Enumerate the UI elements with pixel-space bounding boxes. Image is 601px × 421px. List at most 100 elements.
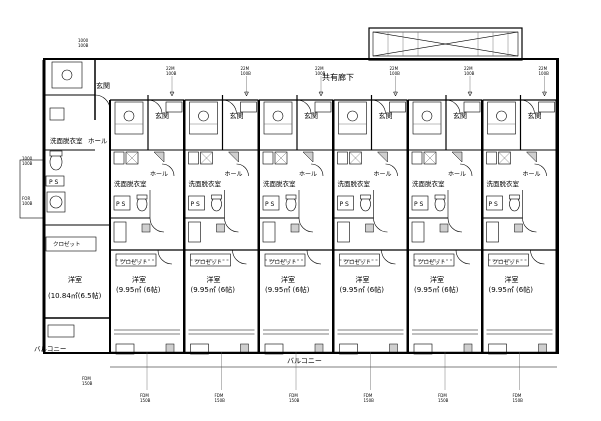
kitchen-counter [188,221,201,243]
dimension-text: 100B [390,71,401,76]
ps-label: P S [116,201,126,208]
arrow-icon [244,91,249,97]
toilet-tank [509,194,520,200]
room-area: (9.95㎡ (6帖) [116,285,161,294]
toilet-tank [136,194,148,200]
toilet-tank [360,194,371,200]
bath-drain [272,110,284,122]
closet-label: クロゼット [53,240,81,248]
entrance-label: 玄関 [96,81,110,90]
room-area: (9.95㎡ (6帖) [340,285,385,294]
dimension-markers: 1000 100B 1000 100B FOR 100B FDM 150B [22,38,93,386]
ps-label: P S [340,201,350,208]
drain [165,343,175,353]
door-swing-icon [534,163,547,177]
balcony-label: バルコニー [287,357,322,365]
dimension-text: 100B [241,71,252,76]
door-swing-icon [232,249,247,265]
svg-text:FOR: FOR [22,196,30,201]
ps-label: P S [49,179,59,186]
bath-drain [496,110,507,122]
door-swing-icon [149,217,165,233]
aircon-unit [488,343,507,355]
room-area: (9.95㎡ (6帖) [191,285,236,294]
aircon-unit [190,343,209,355]
hall-label: ホール [523,171,541,178]
dimension-text: 150B [140,398,151,403]
dimension-text: 150B [289,398,300,403]
washroom-label: 洗面脱衣室 [263,179,296,188]
dimension-text: 100B [315,71,326,76]
room-name: 洋室 [505,275,519,284]
toilet-tank [211,194,222,200]
svg-text:100B: 100B [22,161,33,166]
washroom-label: 洗面脱衣室 [338,179,371,188]
unit-bath-icon [338,101,367,135]
door-swing-icon [522,217,537,233]
washroom-label: 洗面脱衣室 [487,179,520,188]
door-swing-icon [373,217,388,233]
door-swing-icon [161,163,175,177]
door-swing-icon [381,249,396,265]
washroom-label: 洗面脱衣室 [114,179,147,188]
fridge-space [439,223,449,233]
arrow-icon [318,91,324,97]
svg-text:100B: 100B [78,43,89,48]
door-swing-icon [445,99,461,115]
unit-bath-icon [189,101,218,135]
ps-shaft [337,195,354,211]
arrow-icon [169,91,175,97]
ps-shaft [188,195,205,211]
room-name: 洋室 [356,275,370,284]
aircon-unit [339,343,358,355]
closet-label: クロゼット [269,258,297,266]
shoe-box [538,101,555,113]
entrance-label: 玄関 [528,111,542,120]
door-swing-icon [310,163,324,177]
dimension-text: 22M [166,66,175,71]
room-name: 洋室 [281,275,295,284]
kitchen-counter [486,221,499,243]
room-name: 洋室 [430,275,444,284]
dimension-text: 22M [315,66,324,71]
arrow-icon [393,91,398,97]
shoe-box [240,101,257,113]
aircon-unit [115,343,135,355]
bath-drain [198,110,209,122]
dimension-text: FDM [438,393,447,398]
dimension-text: 22M [390,66,399,71]
dimension-text: 150B [513,398,524,403]
door-swing-icon [530,249,545,265]
door-swing-icon [296,99,312,115]
dimension-text: 100B [166,71,177,76]
dimension-text: 100B [539,71,550,76]
entrance-label: 玄関 [155,111,169,120]
dimension-text: FDM [140,393,149,398]
washbasin-icon [337,151,348,165]
entrance-label: 玄関 [230,111,244,120]
kitchen-counter [411,221,425,243]
corridor-label: 共有廊下 [322,72,354,82]
washbasin-icon [49,107,65,121]
kitchen-counter [113,221,127,243]
dimension-text: 22M [464,66,473,71]
corner-shelf [525,151,537,163]
door-swing-icon [236,163,249,177]
ps-shaft [486,195,503,211]
dimension-text: 150B [438,398,449,403]
washroom-label: 洗面脱衣室 [412,179,445,188]
svg-text:1000: 1000 [78,38,89,43]
washbasin-icon [262,151,274,165]
hall-label: ホール [88,137,108,145]
room-area: (9.95㎡ (6帖) [265,285,310,294]
shoe-box [463,101,481,113]
kitchen-counter [337,221,350,243]
closet-label: クロゼット [418,258,446,266]
bath-drain [421,110,433,122]
fridge-space [365,223,374,233]
dimension-text: 150B [364,398,375,403]
room-name: 洋室 [207,275,221,284]
dimension-text: FDM [513,393,522,398]
